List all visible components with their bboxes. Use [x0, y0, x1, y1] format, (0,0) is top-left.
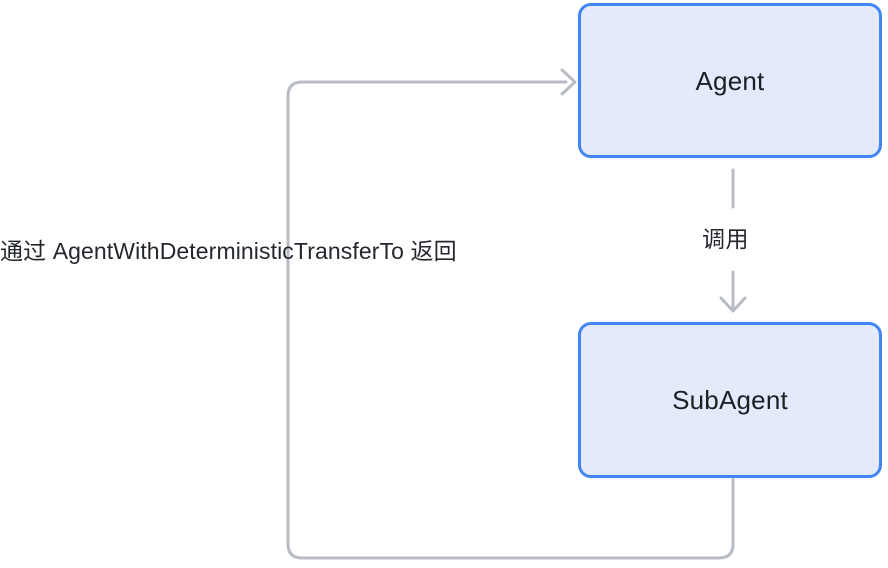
node-subagent-label: SubAgent — [672, 385, 788, 415]
node-agent-label: Agent — [695, 65, 765, 96]
node-agent[interactable]: Agent — [578, 3, 882, 158]
edge-invoke-arrowhead-icon — [719, 296, 747, 313]
edge-label-return: 通过 AgentWithDeterministicTransferTo 返回 — [0, 238, 457, 264]
edge-label-invoke: 调用 — [702, 226, 749, 252]
node-subagent[interactable]: SubAgent — [578, 322, 882, 478]
edge-return-line — [286, 80, 735, 560]
edge-return-arrowhead-icon — [560, 68, 577, 96]
